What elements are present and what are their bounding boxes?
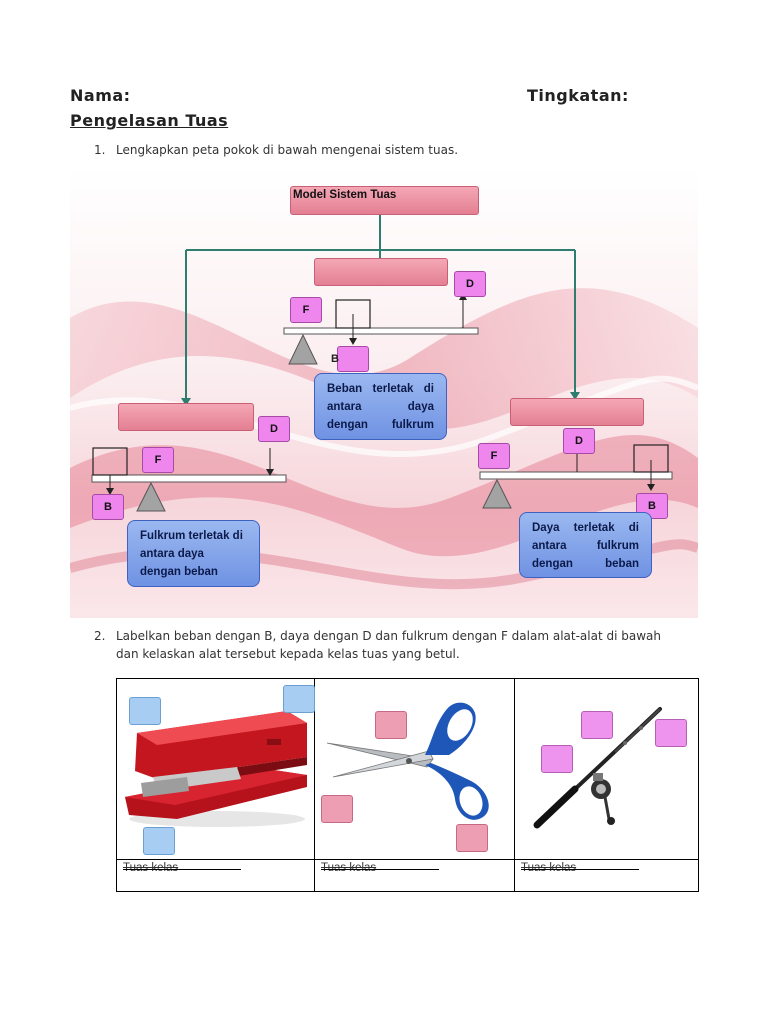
tool-cell-fishing-rod: Tuas kelas — [515, 679, 698, 891]
form-label: Tingkatan: — [527, 86, 629, 105]
rod-answer-box-1[interactable] — [581, 711, 613, 739]
center-label-b: B — [331, 353, 339, 365]
rod-answer-box-3[interactable] — [541, 745, 573, 773]
table-divider — [117, 859, 698, 860]
center-answer-label[interactable] — [337, 346, 369, 372]
page-title: Pengelasan Tuas — [70, 111, 229, 130]
rod-answer-box-2[interactable] — [655, 719, 687, 747]
scissors-answer-box-1[interactable] — [375, 711, 407, 739]
tool-class-label-2: Tuas kelas — [321, 862, 377, 874]
question-2-number: 2. — [94, 629, 106, 643]
root-label: Model Sistem Tuas — [293, 189, 397, 201]
stapler-answer-box-1[interactable] — [129, 697, 161, 725]
fishing-rod-icon — [533, 707, 662, 829]
question-1-text: Lengkapkan peta pokok di bawah mengenai … — [116, 143, 459, 157]
center-label-f: F — [290, 297, 322, 323]
left-answer-box[interactable] — [118, 403, 254, 431]
tool-cell-stapler: Tuas kelas — [117, 679, 315, 891]
scissors-icon — [326, 702, 489, 820]
left-label-b: B — [92, 494, 124, 520]
tool-cell-scissors: Tuas kelas — [315, 679, 515, 891]
left-label-f: F — [142, 447, 174, 473]
right-label-f: F — [478, 443, 510, 469]
question-1-number: 1. — [94, 143, 106, 157]
stapler-icon — [125, 711, 307, 827]
right-answer-box[interactable] — [510, 398, 644, 426]
tool-class-label-3: Tuas kelas — [521, 862, 577, 874]
scissors-answer-box-3[interactable] — [456, 824, 488, 852]
root-box: Model Sistem Tuas — [290, 186, 479, 215]
answer-line-3 — [521, 869, 639, 870]
left-description: Fulkrum terletak di antara daya dengan b… — [127, 520, 260, 587]
question-2-line-2: dan kelaskan alat tersebut kepada kelas … — [116, 647, 460, 661]
right-label-d: D — [563, 428, 595, 454]
answer-line-1 — [123, 869, 241, 870]
right-description: Daya terletak di antara fulkrum dengan b… — [519, 512, 652, 578]
center-label-d: D — [454, 271, 486, 297]
tool-class-label-1: Tuas kelas — [123, 862, 179, 874]
answer-line-2 — [321, 869, 439, 870]
stapler-answer-box-3[interactable] — [143, 827, 175, 855]
lever-tree-diagram: Model Sistem Tuas F D B D F B D F B Beba… — [70, 168, 698, 618]
center-answer-box[interactable] — [314, 258, 448, 286]
center-description: Beban terletak di antara daya dengan ful… — [314, 373, 447, 440]
left-label-d: D — [258, 416, 290, 442]
stapler-answer-box-2[interactable] — [283, 685, 315, 713]
scissors-answer-box-2[interactable] — [321, 795, 353, 823]
tools-table: Tuas kelas Tuas kelas — [116, 678, 699, 892]
name-label: Nama: — [70, 86, 131, 105]
question-2-line-1: Labelkan beban dengan B, daya dengan D d… — [116, 629, 661, 643]
